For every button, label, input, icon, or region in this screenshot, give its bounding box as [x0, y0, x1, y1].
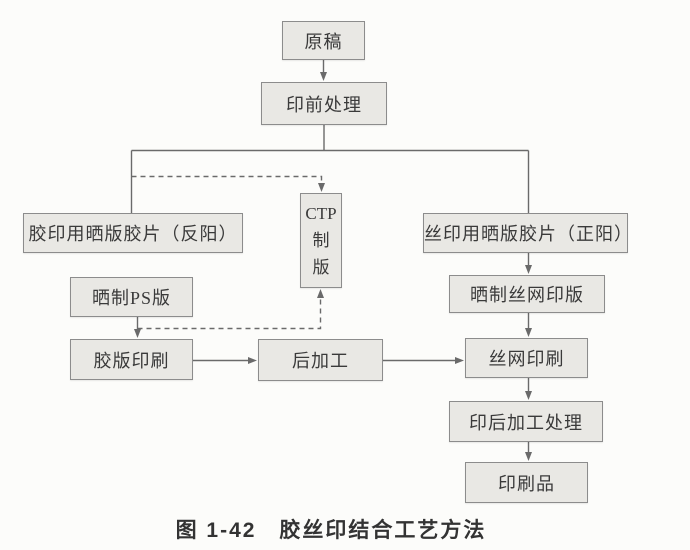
node-original-manuscript: 原稿 [282, 21, 365, 60]
node-ctp-platemaking: CTP 制 版 [300, 193, 342, 288]
node-post-press-processing: 印后加工处理 [449, 401, 603, 442]
node-screen-printing: 丝网印刷 [465, 338, 588, 378]
node-offset-printing: 胶版印刷 [70, 339, 193, 380]
node-prepress-processing: 印前处理 [261, 82, 387, 125]
node-finishing: 后加工 [258, 339, 383, 381]
node-expose-screen-plate: 晒制丝网印版 [449, 275, 605, 313]
node-offset-plate-film-negative: 胶印用晒版胶片（反阳） [23, 213, 243, 253]
node-printed-product: 印刷品 [465, 462, 588, 503]
figure-caption: 图 1-42 胶丝印结合工艺方法 [175, 519, 487, 542]
node-expose-ps-plate: 晒制PS版 [70, 277, 193, 317]
dashed-arrow-to-ctp-top [131, 175, 325, 192]
node-screen-plate-film-positive: 丝印用晒版胶片（正阳） [423, 213, 632, 253]
dashed-arrow-to-ctp-bottom [137, 289, 324, 330]
